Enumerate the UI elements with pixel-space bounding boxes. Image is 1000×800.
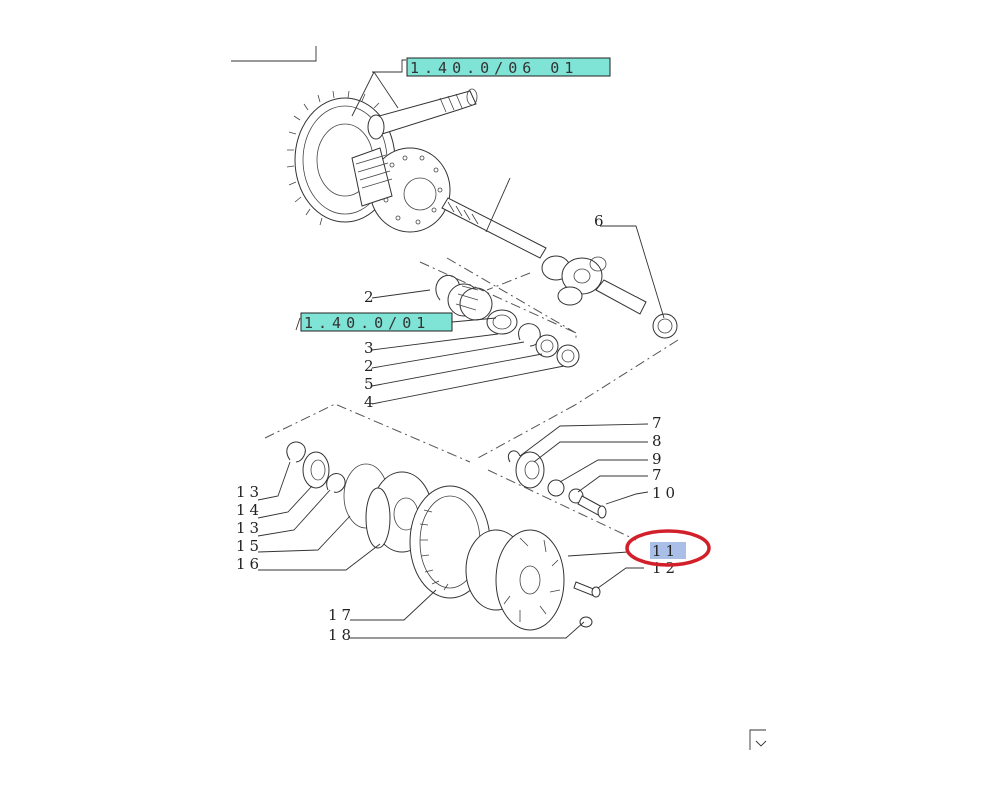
axis-line-b [486,272,531,291]
planet-carrier-11 [465,529,565,631]
seal-ring-6 [652,313,678,339]
lower-frame-left [264,403,471,463]
callout-13-upper[interactable]: 13 [236,483,263,501]
planet-gear-7-8-9 [507,450,584,504]
callout-3[interactable]: 3 [364,339,378,357]
plug-18 [579,616,593,628]
leader-lines [257,59,665,639]
middle-frame [419,261,577,338]
callout-12[interactable]: 12 [652,559,679,577]
frame-corner-bottom-right [749,729,766,750]
reference-label-top[interactable]: 1.40.0/06 01 [410,59,578,77]
circlip-13-left [286,441,306,463]
callout-9[interactable]: 9 [652,450,666,468]
axis-line-a [446,257,577,334]
bearing-sleeve [447,283,493,321]
callout-16[interactable]: 16 [236,555,263,573]
planet-gear-14 [302,451,330,489]
callout-11[interactable]: 11 [652,542,679,560]
callout-8[interactable]: 8 [652,432,666,450]
differential-housing [351,147,451,233]
callout-18[interactable]: 18 [328,626,355,644]
reference-highlight-middle [300,312,453,332]
ring-4 [556,344,580,368]
axis-line-c [477,339,679,459]
frame-corner-mark [755,740,767,747]
lower-frame-right [487,469,637,541]
callout-5[interactable]: 5 [364,375,378,393]
pinion-shaft [367,88,478,140]
selection-circle [625,529,711,567]
reference-label-middle[interactable]: 1.40.0/01 [304,314,430,332]
reference-highlight-top [406,57,611,77]
callout-2-lower[interactable]: 2 [364,357,378,375]
callout-6[interactable]: 6 [594,212,608,230]
bolt-12 [573,581,601,598]
callout-7-upper[interactable]: 7 [652,414,666,432]
frame-corner-top-left [231,46,317,62]
universal-joint [541,255,647,315]
callout-15[interactable]: 15 [236,537,263,555]
callout-4[interactable]: 4 [364,393,378,411]
pin-10 [577,495,607,519]
ring-3 [486,309,518,335]
callout-13-lower[interactable]: 13 [236,519,263,537]
circlip-13-right [326,473,346,493]
callout-7-lower[interactable]: 7 [652,466,666,484]
callout-10[interactable]: 10 [652,484,679,502]
callout-14[interactable]: 14 [236,501,263,519]
callout-17[interactable]: 17 [328,606,355,624]
callout-2-upper[interactable]: 2 [364,288,378,306]
axle-shaft [441,177,547,259]
ring-5 [535,334,559,358]
selected-callout-highlight [650,542,686,559]
